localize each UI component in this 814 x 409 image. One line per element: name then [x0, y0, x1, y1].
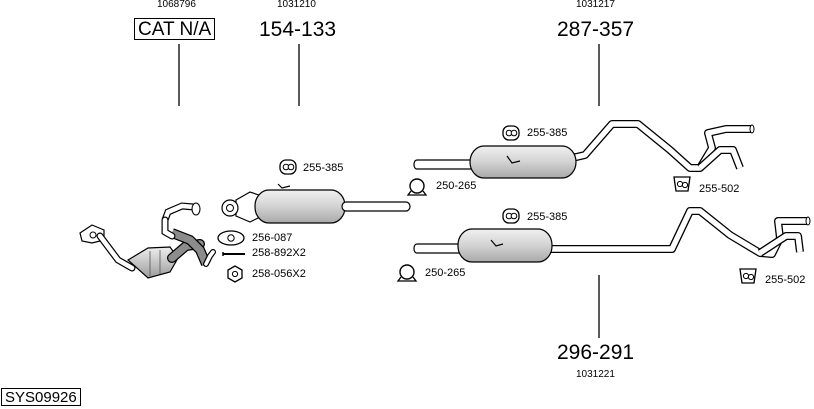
label-mount-upper: 255-502 [699, 183, 740, 195]
mounting-rubber-icon [739, 268, 757, 284]
label-mount-lower: 255-502 [765, 274, 806, 286]
clamp-icon [406, 178, 428, 196]
label-hanger-upper: 255-385 [527, 127, 568, 139]
label-nut-front: 258-056X2 [252, 268, 306, 280]
system-code: SYS09926 [1, 388, 81, 406]
nut-icon [227, 265, 243, 283]
label-clamp-upper: 250-265 [436, 180, 477, 192]
part-rear-lower: 296-291 [557, 341, 635, 364]
rubber-hanger-icon [279, 159, 297, 175]
rear-silencer-upper [413, 120, 755, 179]
mounting-rubber-icon [673, 176, 691, 192]
ref-front-silencer: 1031210 [277, 0, 316, 10]
part-cat: CAT N/A [134, 18, 216, 40]
catalytic-converter-assembly [79, 202, 216, 279]
label-bolt-front: 258-892X2 [252, 247, 306, 259]
ref-cat: 1068796 [157, 0, 196, 10]
clamp-icon [396, 264, 418, 282]
part-rear-upper: 287-357 [557, 18, 635, 41]
part-front-silencer: 154-133 [259, 18, 337, 41]
label-hanger-lower: 255-385 [527, 211, 568, 223]
label-hanger-front: 255-385 [303, 162, 344, 174]
label-gasket-front: 256-087 [252, 232, 293, 244]
rubber-hanger-icon [502, 208, 520, 224]
rear-silencer-lower [413, 207, 811, 263]
front-silencer [221, 183, 411, 224]
bolt-icon [222, 252, 245, 256]
gasket-icon [217, 230, 245, 246]
ref-rear-upper: 1031217 [576, 0, 615, 10]
rubber-hanger-icon [502, 125, 520, 141]
label-clamp-lower: 250-265 [425, 267, 466, 279]
ref-rear-lower: 1031221 [576, 369, 615, 380]
